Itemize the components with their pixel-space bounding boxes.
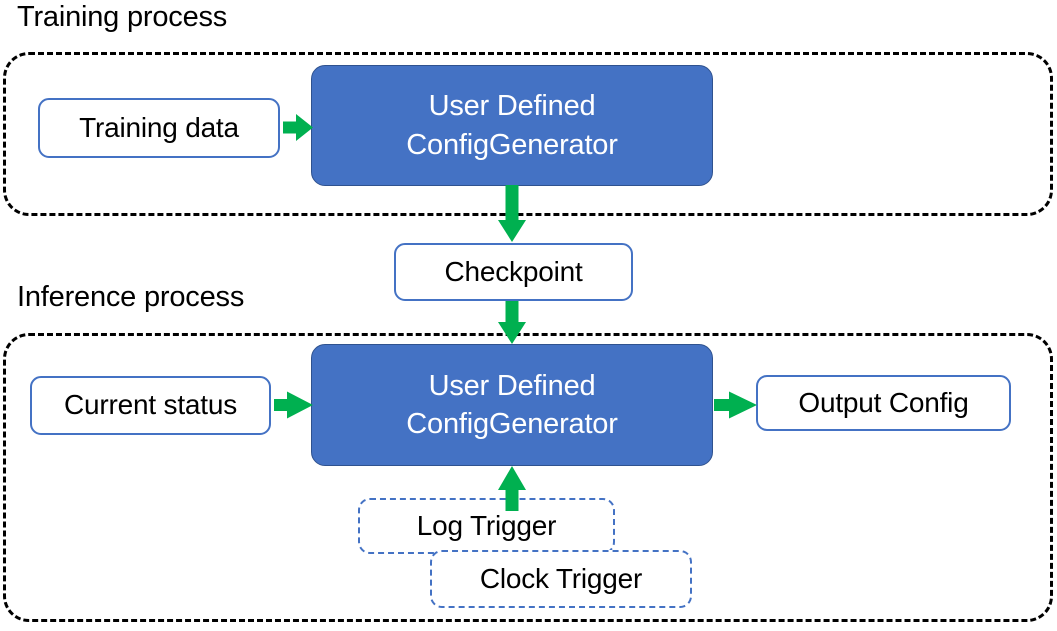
node-output-config[interactable]: Output Config	[756, 375, 1011, 431]
node-label-line-2: ConfigGenerator	[406, 408, 618, 440]
node-log-trigger[interactable]: Log Trigger	[358, 498, 615, 554]
node-label-line-2: ConfigGenerator	[406, 128, 618, 161]
node-user-defined-configgenerator-inference[interactable]: User Defined ConfigGenerator	[311, 344, 713, 466]
node-label-line-1: User Defined	[428, 90, 596, 123]
node-user-defined-configgenerator-training[interactable]: User Defined ConfigGenerator	[311, 65, 713, 186]
node-clock-trigger[interactable]: Clock Trigger	[430, 550, 692, 608]
training-process-container	[3, 52, 1053, 216]
node-label-line-1: User Defined	[428, 369, 596, 402]
node-training-data[interactable]: Training data	[38, 98, 280, 158]
inference-process-title: Inference process	[17, 281, 245, 313]
node-current-status[interactable]: Current status	[30, 376, 271, 435]
training-process-title: Training process	[17, 1, 228, 33]
inference-process-container	[3, 333, 1053, 622]
node-checkpoint[interactable]: Checkpoint	[394, 243, 633, 301]
